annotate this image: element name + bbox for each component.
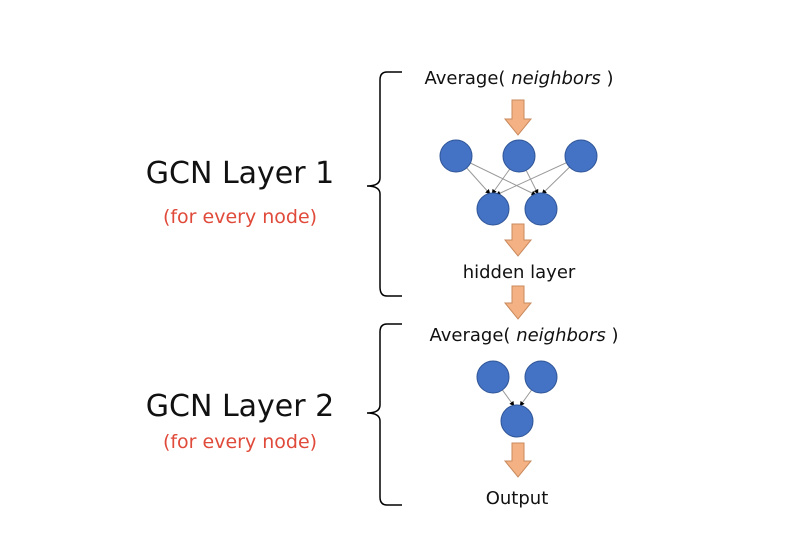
layer2-title: GCN Layer 2 (145, 389, 335, 424)
graph-node (476, 360, 510, 394)
flow-arrow (503, 285, 533, 320)
graph-node (476, 192, 510, 226)
graph-node (524, 360, 558, 394)
graph-node (502, 139, 536, 173)
layer1-note: (for every node) (162, 206, 318, 228)
layer1-input-nodes (439, 139, 598, 173)
layer2-aggregate-label: Average( neighbors ) (430, 325, 619, 346)
graph-node (564, 139, 598, 173)
aggregate-suffix: ) (611, 325, 619, 346)
graph-node (439, 139, 473, 173)
layer2-input-nodes (476, 360, 558, 394)
flow-arrow (503, 99, 533, 136)
aggregate-prefix: Average( (429, 325, 511, 346)
layer2-output-label: Output (485, 488, 549, 509)
layer1-output-label: hidden layer (462, 262, 576, 283)
aggregate-term: neighbors (511, 68, 601, 89)
layer1-brace (366, 71, 402, 297)
flow-arrow (503, 442, 533, 478)
flow-arrow (503, 223, 533, 257)
layer2-note: (for every node) (162, 431, 318, 453)
layer1-output-nodes (476, 192, 558, 226)
layer1-title: GCN Layer 1 (145, 156, 335, 191)
aggregate-prefix: Average( (424, 68, 506, 89)
graph-node (524, 192, 558, 226)
aggregate-suffix: ) (606, 68, 614, 89)
graph-node (500, 404, 534, 438)
layer1-aggregate-label: Average( neighbors ) (425, 68, 614, 89)
layer2-brace (366, 323, 402, 506)
aggregate-term: neighbors (516, 325, 606, 346)
layer2-output-nodes (500, 404, 534, 438)
